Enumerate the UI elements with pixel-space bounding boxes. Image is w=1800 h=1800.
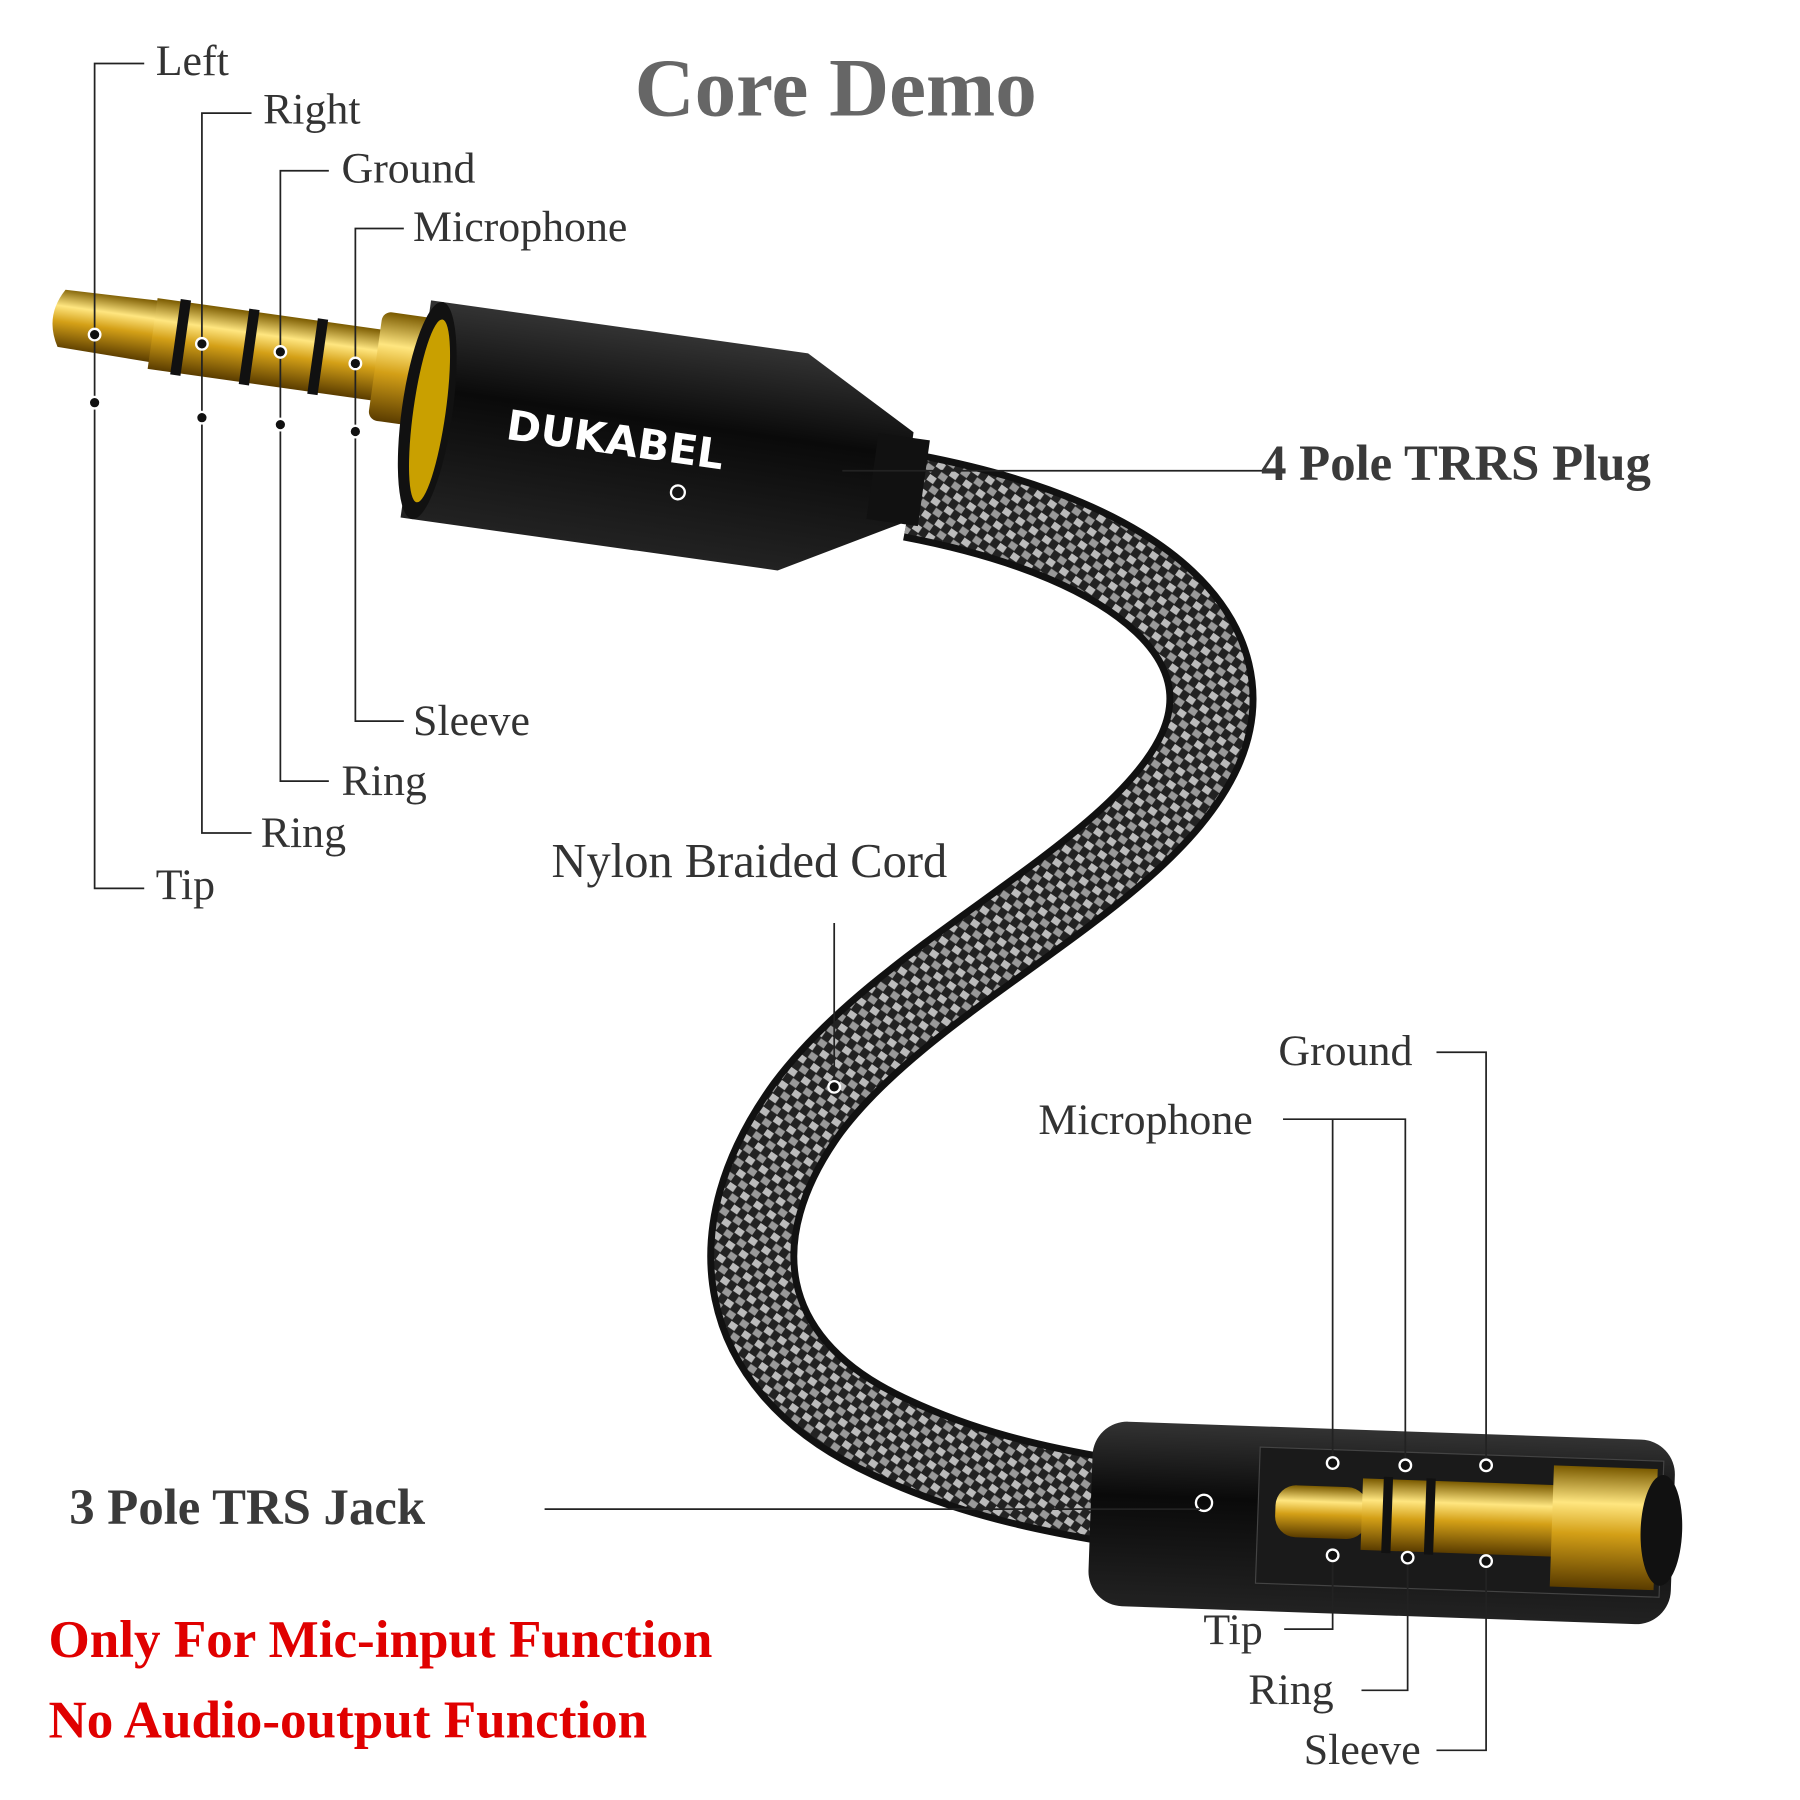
plug-name: 4 Pole TRRS Plug bbox=[1261, 434, 1651, 492]
plug-label-ring-1: Ring bbox=[260, 808, 347, 858]
jack-label-microphone: Microphone bbox=[1038, 1096, 1253, 1145]
trrs-plug: DUKABEL bbox=[52, 289, 930, 571]
plug-label-sleeve: Sleeve bbox=[413, 696, 530, 746]
plug-label-ring-2: Ring bbox=[341, 756, 427, 806]
plug-label-microphone: Microphone bbox=[413, 203, 628, 252]
cord-name: Nylon Braided Cord bbox=[551, 835, 948, 889]
plug-label-tip: Tip bbox=[155, 860, 216, 910]
contact-dots bbox=[87, 327, 1494, 1569]
jack-label-sleeve: Sleeve bbox=[1303, 1726, 1421, 1775]
plug-label-right: Right bbox=[263, 85, 361, 134]
leader-lines bbox=[93, 62, 1487, 1752]
jack-name: 3 Pole TRS Jack bbox=[69, 1479, 426, 1536]
warning-note-2: No Audio-output Function bbox=[48, 1690, 648, 1750]
page-title: Core Demo bbox=[634, 41, 1037, 134]
jack-label-ground: Ground bbox=[1278, 1026, 1413, 1076]
warning-note-1: Only For Mic-input Function bbox=[48, 1609, 713, 1669]
plug-label-ground: Ground bbox=[341, 144, 476, 193]
trs-jack bbox=[1088, 1421, 1683, 1625]
jack-label-tip: Tip bbox=[1203, 1606, 1263, 1655]
jack-label-ring: Ring bbox=[1248, 1666, 1334, 1715]
plug-label-left: Left bbox=[155, 36, 229, 86]
